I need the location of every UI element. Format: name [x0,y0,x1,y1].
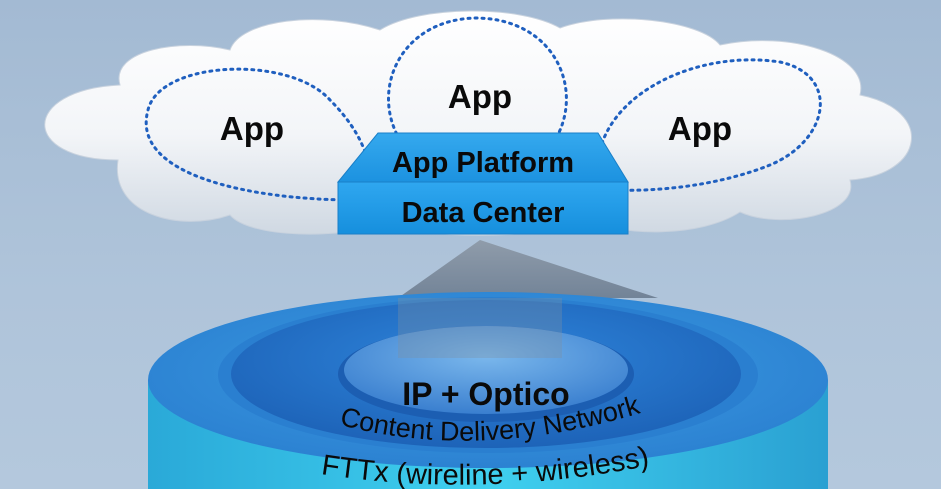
platform-block [336,132,629,235]
app-lobe-right [598,58,822,192]
platform-label: App Platform [392,147,574,179]
core-label: IP + Optico [402,376,569,412]
app-lobe-left [144,67,372,202]
app-label-right: App [668,110,732,147]
network-cylinder [148,292,828,489]
datacenter-label: Data Center [402,197,565,229]
app-label-left: App [220,110,284,147]
app-label-center: App [448,78,512,115]
app-lobe-center [387,16,568,142]
inner-core [344,326,628,414]
